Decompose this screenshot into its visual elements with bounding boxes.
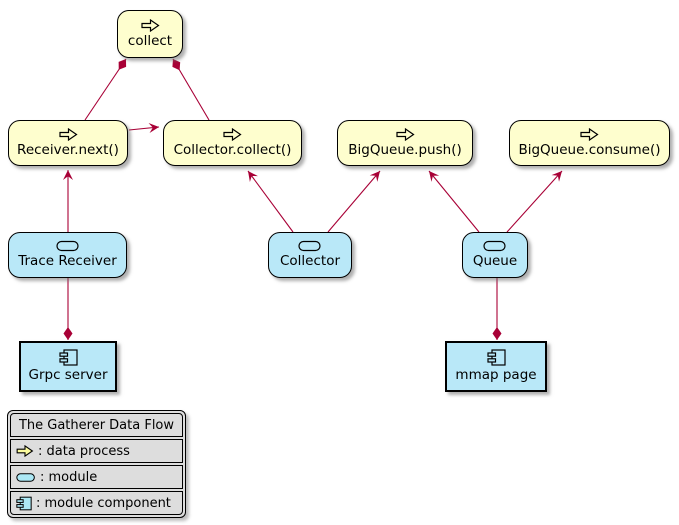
module-icon bbox=[298, 240, 321, 252]
module-component-icon bbox=[486, 349, 506, 366]
module-icon bbox=[55, 240, 79, 252]
node-grpc-server: Grpc server bbox=[19, 341, 117, 392]
legend-title-text: The Gatherer Data Flow bbox=[18, 417, 175, 433]
node-label: collect bbox=[127, 32, 173, 49]
data-process-icon bbox=[58, 127, 78, 141]
node-label: mmap page bbox=[455, 367, 537, 383]
node-label: BigQueue.push() bbox=[348, 141, 462, 158]
edge-collector-collector-collect bbox=[247, 170, 294, 233]
node-receiver-next: Receiver.next() bbox=[8, 120, 128, 166]
edge-collector-bigqueue-push bbox=[327, 170, 381, 233]
node-collector: Collector bbox=[268, 232, 352, 278]
legend-item-data-process: : data process bbox=[10, 439, 183, 463]
legend: The Gatherer Data Flow : data process : … bbox=[7, 410, 186, 518]
legend-item-module-component: : module component bbox=[10, 491, 183, 515]
data-process-icon bbox=[223, 127, 242, 141]
node-label: Collector bbox=[279, 253, 341, 269]
data-process-icon bbox=[140, 18, 160, 32]
module-icon bbox=[483, 240, 506, 252]
node-collector-collect: Collector.collect() bbox=[163, 120, 302, 166]
node-queue: Queue bbox=[462, 232, 528, 278]
module-component-icon bbox=[58, 349, 78, 366]
node-collect: collect bbox=[117, 10, 183, 58]
node-trace-receiver: Trace Receiver bbox=[8, 232, 127, 278]
edge-receiver-next-collector-collect bbox=[128, 123, 160, 133]
node-label: Trace Receiver bbox=[18, 253, 117, 269]
edge-queue-bigqueue-push bbox=[428, 170, 480, 233]
edge-collect-collector-collect bbox=[172, 58, 210, 121]
legend-title: The Gatherer Data Flow bbox=[10, 413, 183, 437]
legend-item-label: : data process bbox=[38, 443, 130, 459]
legend-item-module: : module bbox=[10, 465, 183, 489]
node-mmap-page: mmap page bbox=[445, 341, 547, 392]
edge-queue-bigqueue-consume bbox=[506, 170, 563, 233]
node-label: BigQueue.consume() bbox=[518, 141, 661, 158]
data-process-icon bbox=[580, 127, 599, 141]
module-component-icon bbox=[16, 496, 32, 510]
legend-item-label: : module component bbox=[36, 495, 171, 511]
node-label: Collector.collect() bbox=[173, 141, 292, 158]
node-label: Receiver.next() bbox=[17, 141, 119, 158]
data-process-icon bbox=[16, 445, 34, 457]
edge-collect-receiver-next bbox=[84, 58, 127, 121]
node-label: Queue bbox=[472, 253, 518, 269]
module-icon bbox=[16, 472, 35, 482]
data-process-icon bbox=[395, 127, 415, 141]
node-bigqueue-consume: BigQueue.consume() bbox=[509, 120, 670, 166]
legend-item-label: : module bbox=[40, 469, 98, 485]
node-bigqueue-push: BigQueue.push() bbox=[337, 120, 473, 166]
node-label: Grpc server bbox=[28, 367, 108, 383]
